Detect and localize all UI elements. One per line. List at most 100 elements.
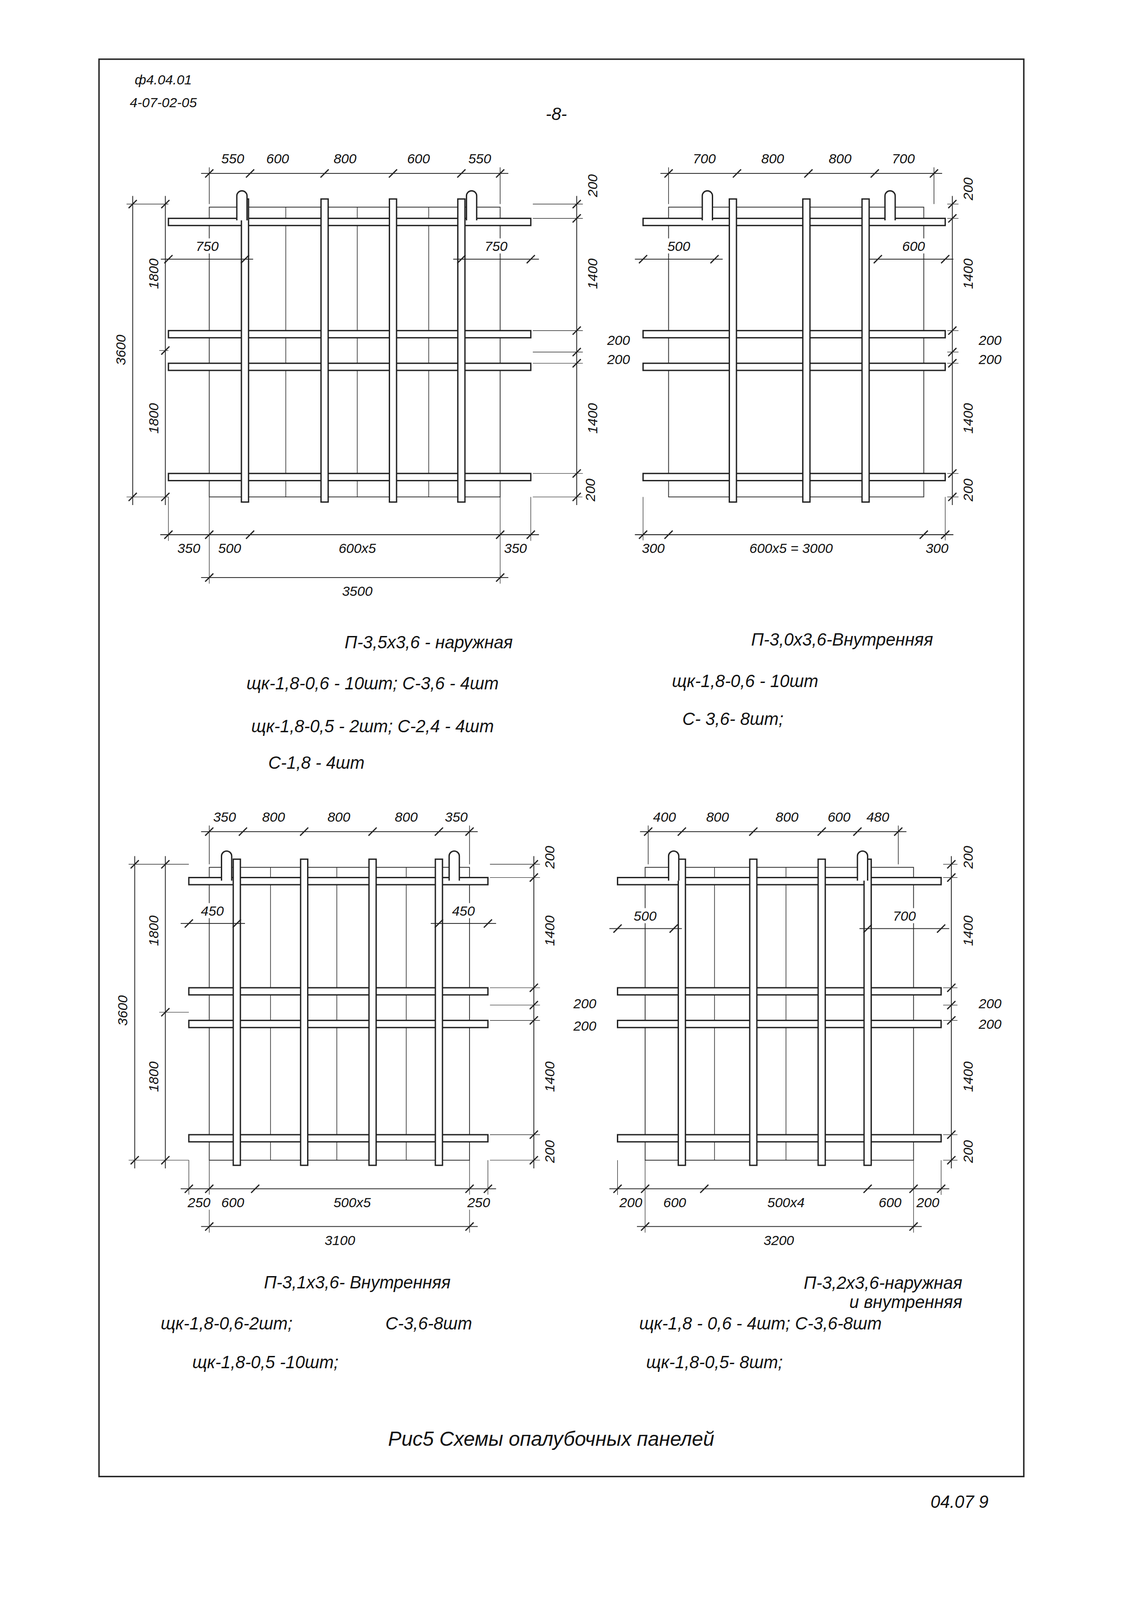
dimension-label: 200 [541, 1138, 557, 1164]
dimension-tick [669, 924, 679, 933]
extension-line [947, 351, 959, 353]
extension-line [943, 877, 958, 878]
stiffener-rail [168, 330, 531, 339]
note-text: С- 3,6- 8шт; [680, 709, 785, 730]
dimension-tick [526, 255, 535, 264]
dimension-tick [245, 169, 255, 178]
stiffener-rail [642, 473, 945, 481]
dimension-label: 1400 [541, 914, 557, 948]
dimension-label: 800 [827, 150, 853, 166]
extension-line [490, 1020, 541, 1021]
dimension-line [134, 856, 136, 1169]
dimension-label: 1800 [145, 1060, 161, 1094]
vertical-rib [300, 859, 308, 1166]
dimension-tick [677, 827, 686, 836]
extension-line [947, 496, 959, 498]
dimension-label: 800 [774, 808, 800, 825]
dimension-tick [300, 827, 309, 836]
lifting-loop [702, 190, 713, 221]
board-joint [336, 867, 338, 1161]
dimension-label: 3500 [340, 583, 375, 599]
dimension-label: 800 [326, 808, 352, 825]
lifting-loop [448, 850, 460, 881]
note-text: С-1,8 - 4шт [266, 753, 366, 773]
extension-line [208, 167, 210, 205]
extension-line [532, 351, 584, 353]
dimension-tick [804, 169, 813, 178]
dimension-label: 350 [211, 808, 238, 825]
note-text: П-3,0х3,6-Внутренняя [749, 630, 935, 650]
extension-line [490, 864, 541, 865]
vertical-rib [678, 859, 686, 1166]
board-joint [406, 867, 407, 1161]
extension-line [897, 825, 899, 865]
extension-line [943, 864, 958, 865]
board-joint [285, 207, 287, 497]
dimension-label: 800 [332, 150, 358, 166]
dimension-tick [937, 924, 946, 933]
dimension-label: 250 [465, 1194, 492, 1211]
dimension-line [160, 258, 254, 260]
dimension-label: 1800 [145, 401, 161, 436]
dimension-label: 500 [666, 238, 692, 254]
dimension-line [201, 1226, 478, 1228]
dimension-tick [613, 924, 622, 933]
extension-line [532, 496, 584, 498]
dimension-tick [457, 169, 466, 178]
extension-line [947, 218, 959, 219]
dimension-line [635, 258, 723, 260]
dimension-tick [320, 169, 329, 178]
stiffener-rail [617, 1020, 941, 1028]
extension-line [530, 496, 532, 541]
vertical-rib [321, 198, 329, 502]
dimension-label: 200 [605, 332, 632, 348]
extension-line [617, 1160, 618, 1195]
lifting-loop [236, 190, 247, 221]
dimension-label: 1400 [959, 1060, 976, 1094]
dimension-tick [700, 1184, 709, 1194]
dimension-line [660, 172, 942, 174]
dimension-label: 450 [450, 902, 477, 919]
dimension-label: 200 [572, 996, 598, 1012]
extension-line [532, 473, 584, 474]
dimension-label: 200 [959, 477, 976, 503]
dimension-label: 400 [651, 808, 678, 825]
dimension-label: 200 [618, 1194, 644, 1211]
vertical-rib [389, 198, 397, 502]
dimension-label: 500х4 [766, 1194, 807, 1211]
stiffener-rail [642, 330, 945, 339]
extension-line [944, 496, 946, 541]
dimension-line [869, 258, 954, 260]
vertical-rib [241, 198, 249, 502]
extension-line [208, 825, 210, 865]
extension-line [208, 496, 210, 584]
dimension-label: 200 [959, 176, 976, 202]
dimension-label: 700 [891, 907, 918, 924]
extension-line [940, 1160, 942, 1195]
dimension-label: 200 [572, 1018, 598, 1034]
extension-line [947, 330, 959, 331]
dimension-tick [483, 919, 492, 928]
dimension-label: 600х5 [337, 540, 378, 556]
extension-line [947, 203, 959, 205]
extension-line [913, 1160, 914, 1233]
dimension-tick [863, 924, 872, 933]
note-text: П-3,5х3,6 - наружная [343, 633, 514, 653]
dimension-label: 350 [176, 540, 202, 556]
board-joint [785, 867, 787, 1161]
extension-line [500, 496, 501, 584]
lifting-loop [221, 850, 232, 881]
vertical-rib [749, 859, 757, 1166]
vertical-rib [864, 859, 872, 1166]
dimension-label: 600 [662, 1194, 688, 1211]
dimension-line [640, 831, 907, 833]
dimension-label: 550 [466, 150, 493, 166]
dimension-line [132, 195, 134, 506]
dimension-line [636, 1226, 922, 1228]
stiffener-rail [617, 877, 941, 885]
extension-line [668, 167, 669, 205]
dimension-label: 200 [959, 1138, 976, 1164]
extension-line [532, 363, 584, 364]
stiffener-rail [642, 363, 945, 371]
dimension-label: 350 [502, 540, 529, 556]
